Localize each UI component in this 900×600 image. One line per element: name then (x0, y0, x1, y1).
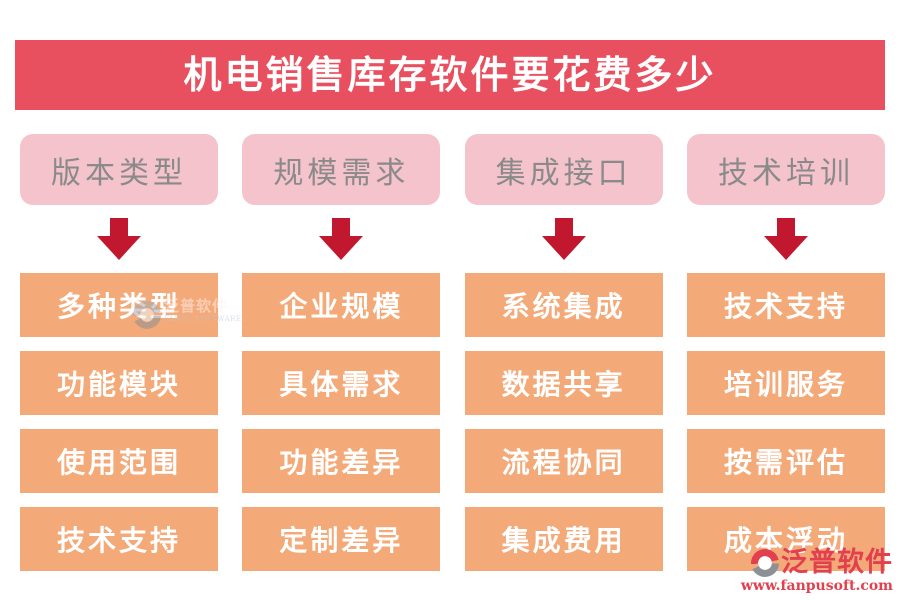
page-title: 机电销售库存软件要花费多少 (183, 52, 717, 97)
item-box: 具体需求 (242, 351, 441, 415)
watermark-brand-en: FANPU SOFTWARE (164, 315, 242, 323)
item-box: 集成费用 (464, 507, 663, 571)
item-label: 按需评估 (723, 446, 848, 479)
columns-container: 版本类型 多种类型 功能模块 使用范围 技术支持 规模需求 企业规模 具体需求 … (20, 134, 885, 585)
item-box: 使用范围 (20, 429, 218, 493)
column-tech-training: 技术培训 技术支持 培训服务 按需评估 成本浮动 (686, 134, 885, 585)
item-label: 功能差异 (279, 446, 404, 479)
item-box: 技术支持 (686, 273, 885, 337)
column-header: 集成接口 (464, 134, 663, 205)
item-box: 培训服务 (686, 351, 885, 415)
item-label: 技术支持 (723, 290, 848, 323)
item-box: 技术支持 (20, 507, 218, 571)
column-header-label: 集成接口 (495, 155, 632, 191)
column-header: 版本类型 (20, 134, 218, 205)
watermark-url: www.fanpusoft.com (740, 578, 893, 594)
item-label: 培训服务 (723, 368, 848, 401)
item-box: 系统集成 (464, 273, 663, 337)
column-header-label: 版本类型 (51, 155, 187, 191)
item-label: 定制差异 (279, 524, 404, 557)
item-box: 流程协同 (464, 429, 663, 493)
down-arrow-icon (319, 218, 364, 260)
item-label: 企业规模 (279, 290, 404, 323)
watermark-corner: 泛普软件 www.fanpusoft.com (740, 547, 893, 595)
column-header-label: 技术培训 (717, 155, 854, 191)
item-box: 定制差异 (242, 507, 441, 571)
column-integration-interface: 集成接口 系统集成 数据共享 流程协同 集成费用 (464, 134, 663, 585)
fanpu-logo-icon (133, 301, 161, 329)
fanpu-logo-icon (751, 549, 779, 577)
item-label: 集成费用 (501, 524, 626, 557)
item-box: 企业规模 (242, 273, 441, 337)
item-box: 数据共享 (464, 351, 663, 415)
item-label: 系统集成 (501, 290, 626, 323)
item-label: 流程协同 (501, 446, 626, 479)
column-scale-demand: 规模需求 企业规模 具体需求 功能差异 定制差异 (242, 134, 441, 585)
column-header: 规模需求 (242, 134, 441, 205)
down-arrow-icon (763, 218, 808, 260)
item-label: 成本浮动 (723, 524, 848, 557)
watermark-brand: 泛普软件 (164, 297, 229, 315)
item-box: 成本浮动 (686, 507, 885, 571)
watermark-overlay: 泛普软件 FANPU SOFTWARE (133, 297, 241, 329)
item-box: 功能差异 (242, 429, 441, 493)
down-arrow-icon (97, 218, 141, 260)
column-header-label: 规模需求 (273, 155, 410, 191)
column-version-type: 版本类型 多种类型 功能模块 使用范围 技术支持 (20, 134, 218, 585)
title-banner: 机电销售库存软件要花费多少 (15, 40, 885, 110)
item-label: 功能模块 (56, 368, 181, 401)
item-label: 数据共享 (501, 368, 626, 401)
item-box: 功能模块 (20, 351, 218, 415)
item-box: 按需评估 (686, 429, 885, 493)
item-label: 技术支持 (56, 524, 181, 557)
down-arrow-icon (541, 218, 586, 260)
column-header: 技术培训 (686, 134, 885, 205)
item-label: 使用范围 (56, 446, 181, 479)
item-label: 具体需求 (279, 368, 404, 401)
watermark-brand: 泛普软件 (781, 547, 893, 578)
